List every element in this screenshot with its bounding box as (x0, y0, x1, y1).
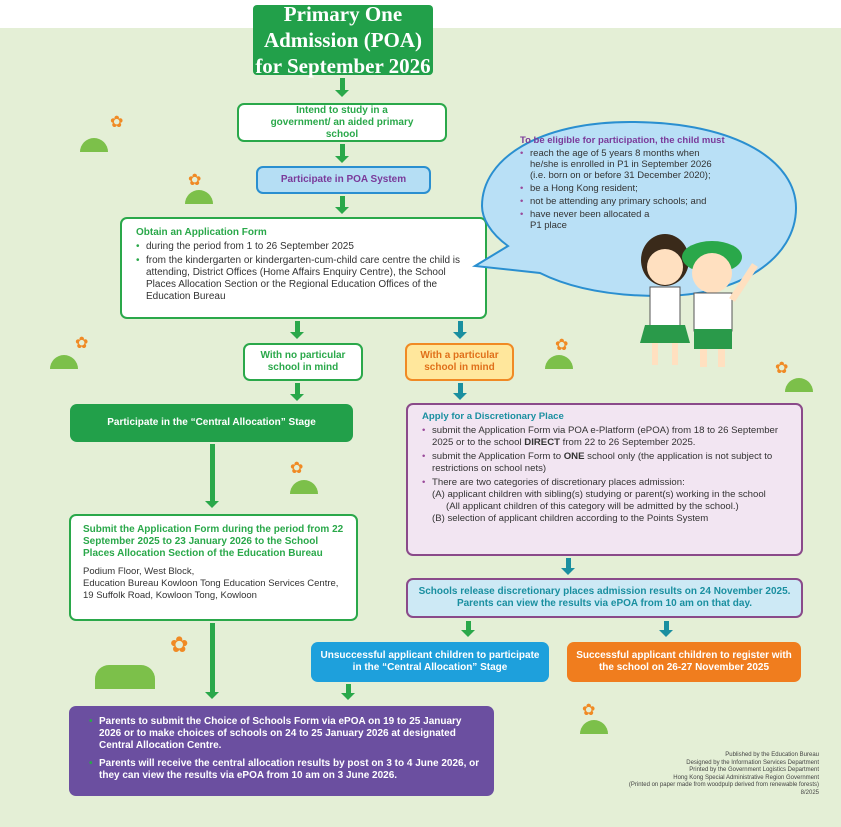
list-item: from the kindergarten or kindergarten-cu… (136, 255, 471, 303)
text: from 22 to 26 September 2025. (560, 437, 696, 448)
footer-line: Published by the Education Bureau (725, 752, 819, 758)
grass-decoration (545, 355, 573, 369)
intend-box: Intend to study in a government/ an aide… (237, 103, 447, 142)
grass-decoration (290, 480, 318, 494)
no-school-box: With no particular school in mind (243, 343, 363, 381)
children-illustration (640, 234, 758, 367)
footer-line: Hong Kong Special Administrative Region … (673, 774, 819, 781)
flower-icon: ✿ (75, 335, 89, 352)
footer-line: 8/2025 (800, 789, 819, 796)
list-item: reach the age of 5 years 8 months when h… (520, 148, 730, 181)
address-line: Education Bureau Kowloon Tong Education … (83, 578, 339, 589)
list-item: have never been allocated a P1 place (520, 209, 650, 231)
successful-box: Successful applicant children to registe… (567, 642, 801, 682)
with-school-box: With a particular school in mind (405, 343, 514, 381)
category-a: (A) applicant children with sibling(s) s… (432, 489, 766, 500)
grass-decoration (785, 378, 813, 392)
address-line: Podium Floor, West Block, (83, 566, 195, 577)
list-item: not be attending any primary schools; an… (520, 196, 730, 207)
list-item: Parents will receive the central allocat… (89, 758, 480, 782)
footer-line: Printed by the Government Logistics Depa… (689, 767, 819, 773)
central-allocation-box: Participate in the “Central Allocation” … (70, 404, 353, 442)
text: school only (the application is not subj… (432, 451, 773, 474)
unsuccessful-box: Unsuccessful applicant children to parti… (311, 642, 549, 682)
submit-form-box: Submit the Application Form during the p… (69, 514, 358, 621)
footer-line: Designed by the Information Services Dep… (686, 759, 819, 766)
list-item: submit the Application Form to ONE schoo… (422, 451, 787, 475)
publication-footer: Published by the Education Bureau Design… (629, 752, 819, 797)
flower-icon: ✿ (170, 632, 189, 657)
obtain-heading: Obtain an Application Form (136, 227, 267, 238)
list-item: submit the Application Form via POA e-Pl… (422, 425, 787, 449)
grass-decoration (80, 138, 108, 152)
grass-decoration (185, 190, 213, 204)
eligibility-heading: To be eligible for participation, the ch… (520, 135, 725, 146)
grass-decoration (50, 355, 78, 369)
participate-box: Participate in POA System (256, 166, 431, 194)
text: There are two categories of discretionar… (432, 477, 685, 488)
list-item: during the period from 1 to 26 September… (136, 241, 471, 253)
discretionary-heading: Apply for a Discretionary Place (422, 411, 564, 422)
category-a-note: (All applicant children of this category… (446, 501, 739, 512)
text: submit the Application Form to (432, 451, 564, 462)
emphasis: ONE (563, 451, 585, 462)
obtain-form-box: Obtain an Application Form during the pe… (120, 217, 487, 319)
title-line: for September 2026 (255, 54, 431, 78)
final-steps-box: Parents to submit the Choice of Schools … (69, 706, 494, 796)
submit-heading: Submit the Application Form during the p… (83, 524, 344, 559)
eligibility-box: To be eligible for participation, the ch… (520, 135, 770, 231)
category-b: (B) selection of applicant children acco… (432, 513, 709, 524)
grass-decoration (580, 720, 608, 734)
flower-icon: ✿ (582, 702, 596, 719)
footer-line: (Printed on paper made from woodpulp der… (628, 782, 819, 788)
list-item: Parents to submit the Choice of Schools … (89, 716, 480, 752)
flower-icon: ✿ (110, 114, 124, 131)
flower-icon: ✿ (775, 360, 789, 377)
list-item: There are two categories of discretionar… (422, 477, 787, 525)
text: submit the Application Form via POA e-Pl… (432, 425, 779, 448)
emphasis: DIRECT (524, 437, 560, 448)
flower-icon: ✿ (188, 172, 202, 189)
flower-icon: ✿ (555, 337, 569, 354)
page-title: Primary One Admission (POA)for September… (253, 2, 433, 78)
list-item: be a Hong Kong resident; (520, 183, 730, 194)
release-results-box: Schools release discretionary places adm… (406, 578, 803, 618)
flower-icon: ✿ (290, 460, 304, 477)
discretionary-box: Apply for a Discretionary Place submit t… (406, 403, 803, 556)
grass-decoration (95, 665, 155, 689)
address-line: 19 Suffolk Road, Kowloon Tong, Kowloon (83, 590, 257, 601)
title-line: Primary One Admission (POA) (263, 2, 423, 52)
